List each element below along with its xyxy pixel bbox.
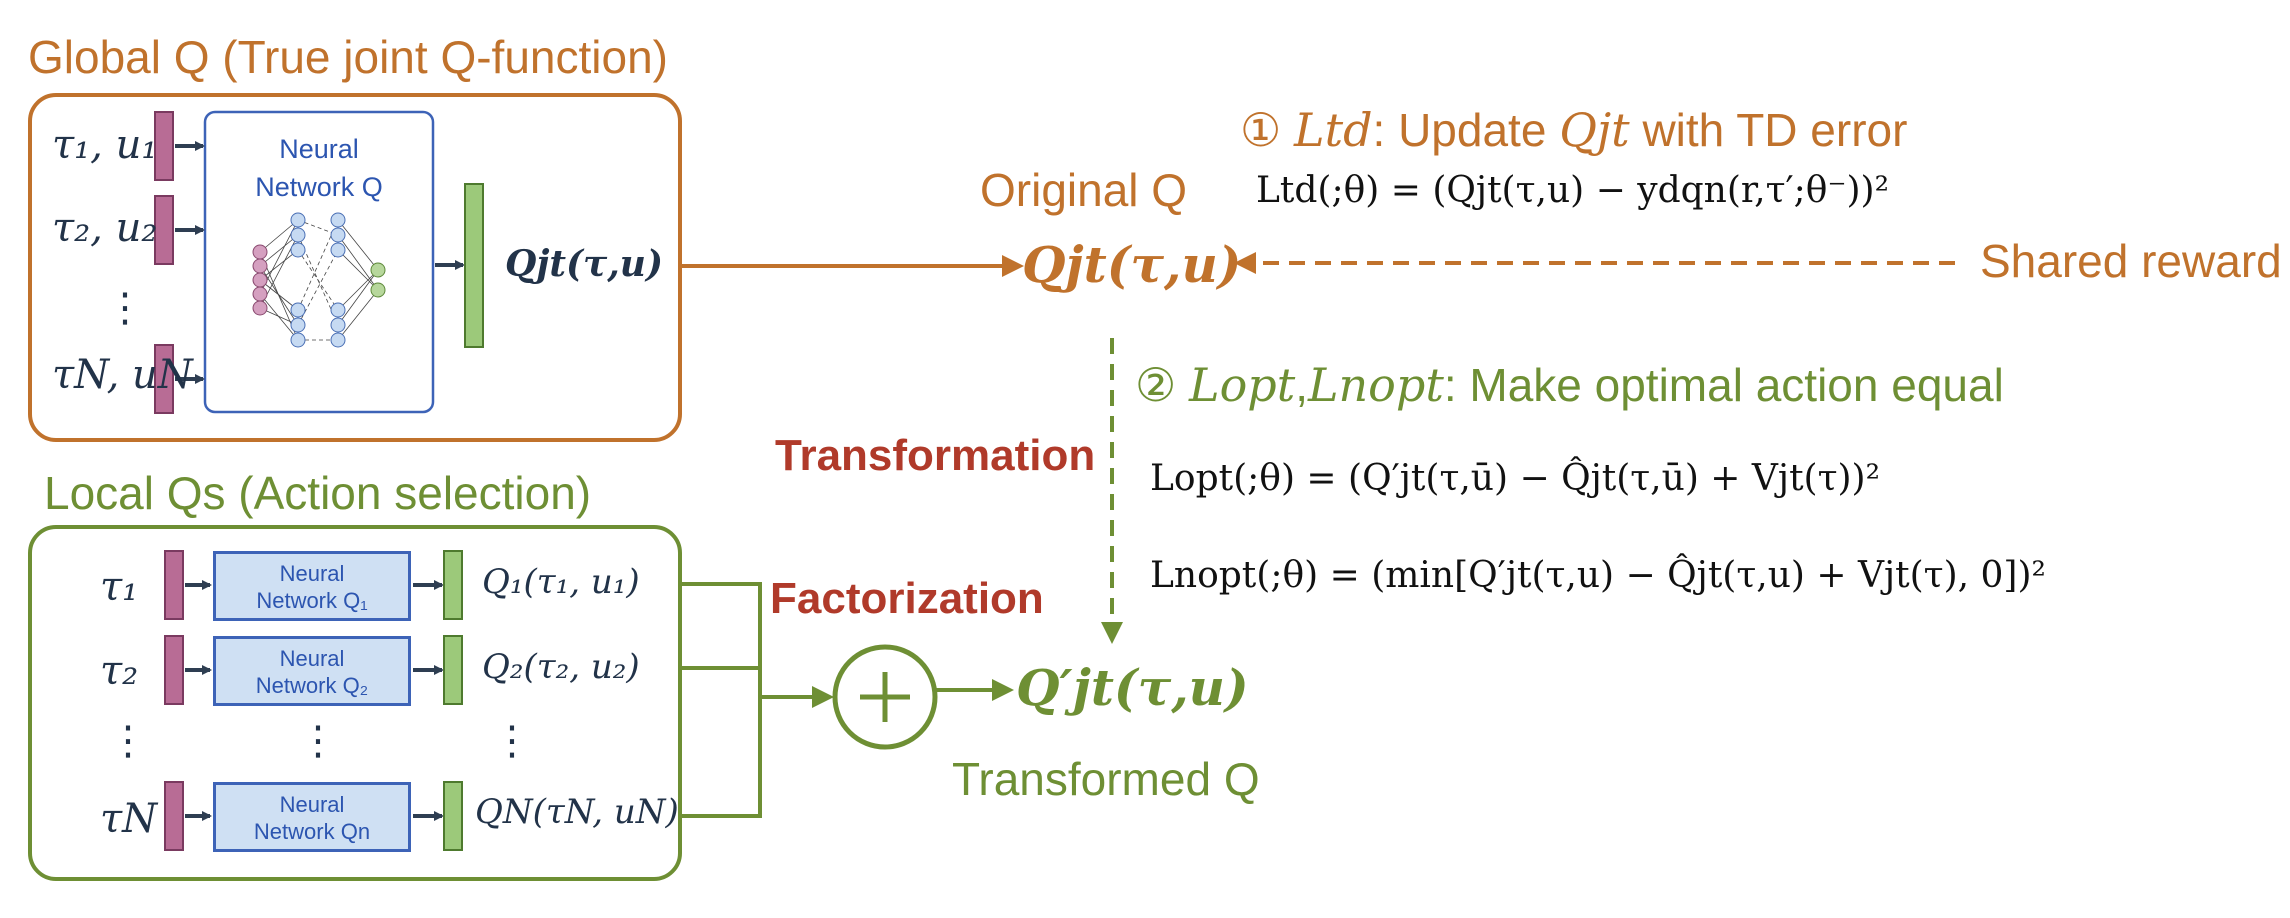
opt-text: : Make optimal action equal [1443,359,2004,411]
local-nn-2-line2: Network Q₂ [255,673,369,698]
local-tau-1: τ₁ [100,564,139,610]
global-input-label-n: τN, uN [52,352,193,398]
global-input-bar-3 [154,344,174,414]
factorization-label: Factorization [770,574,1044,623]
original-q-title: Original Q [980,164,1188,216]
global-output-bar [464,183,484,348]
local-input-bar-2 [164,635,184,705]
global-nn-label-line2: Network Q [255,172,383,202]
local-output-bar-1 [443,550,463,620]
opt-loss-name: Lopt [1189,358,1296,412]
local-q-2: Q₂(τ₂, u₂) [482,647,640,687]
td-heading: ① Ltd: Update Qjt with TD error [1240,103,1907,157]
local-dots-nn: ⋮ [298,719,338,763]
local-nn-1-line1: Neural [279,561,345,586]
original-q-label: Qjt(τ,u) [1022,235,1242,294]
local-nn-1-line2: Network Q₁ [256,588,368,613]
td-text1: : Update [1372,104,1560,156]
global-output-label: Qjt(τ,u) [505,243,664,285]
local-output-bar-2 [443,635,463,705]
local-dots-q: ⋮ [492,719,532,763]
td-equation: Ltd(;θ) = (Qjt(τ,u) − ydqn(r,τ′;θ⁻))² [1256,170,1890,211]
local-q-n: QN(τN, uN) [475,792,679,832]
local-input-bar-3 [164,781,184,851]
transformed-q-title: Transformed Q [952,753,1260,805]
transformed-q-label: Q′jt(τ,u) [1016,658,1249,717]
local-tau-n: τN [100,796,158,842]
factorization-connectors [680,582,762,818]
global-nn-label-line1: Neural [279,134,359,164]
td-text2: with TD error [1629,104,1908,156]
td-q-name: Qjt [1559,103,1630,157]
global-input-label-1: τ₁, u₁ [52,122,158,168]
transformation-label: Transformation [775,431,1096,480]
global-input-label-2: τ₂, u₂ [52,205,158,251]
td-step-number: ① [1240,104,1282,156]
local-nn-n-line2: Network Qn [253,819,371,844]
global-nn-label: Neural Network Q [205,130,433,206]
global-input-bar-1 [154,111,174,181]
local-dots-tau: ⋮ [108,719,148,763]
local-q-box [28,525,682,881]
local-nn-box-n: Neural Network Qn [213,782,411,852]
local-nn-n-line1: Neural [279,792,345,817]
local-tau-2: τ₂ [100,648,139,694]
global-q-title: Global Q (True joint Q-function) [28,31,668,83]
local-q-1: Q₁(τ₁, u₁) [482,562,640,602]
global-input-dots: ⋮ [105,286,145,330]
local-output-bar-3 [443,781,463,851]
shared-reward-label: Shared reward [1980,235,2282,287]
local-nn-2-line1: Neural [279,646,345,671]
nopt-loss-name: Lnopt [1308,358,1444,412]
opt-heading: ② Lopt,Lnopt: Make optimal action equal [1135,358,2004,412]
opt-equation: Lopt(;θ) = (Q′jt(τ,ū) − Q̂jt(τ,ū) + Vjt(… [1150,458,1881,499]
neural-net-nodes [252,212,386,348]
td-loss-name: Ltd [1294,103,1373,157]
local-nn-box-1: Neural Network Q₁ [213,551,411,621]
global-input-bar-2 [154,195,174,265]
local-q-title: Local Qs (Action selection) [44,467,592,519]
local-input-bar-1 [164,550,184,620]
nopt-equation: Lnopt(;θ) = (min[Q′jt(τ,u) − Q̂jt(τ,u) +… [1150,555,2046,596]
opt-step-number: ② [1135,359,1177,411]
local-nn-box-2: Neural Network Q₂ [213,636,411,706]
